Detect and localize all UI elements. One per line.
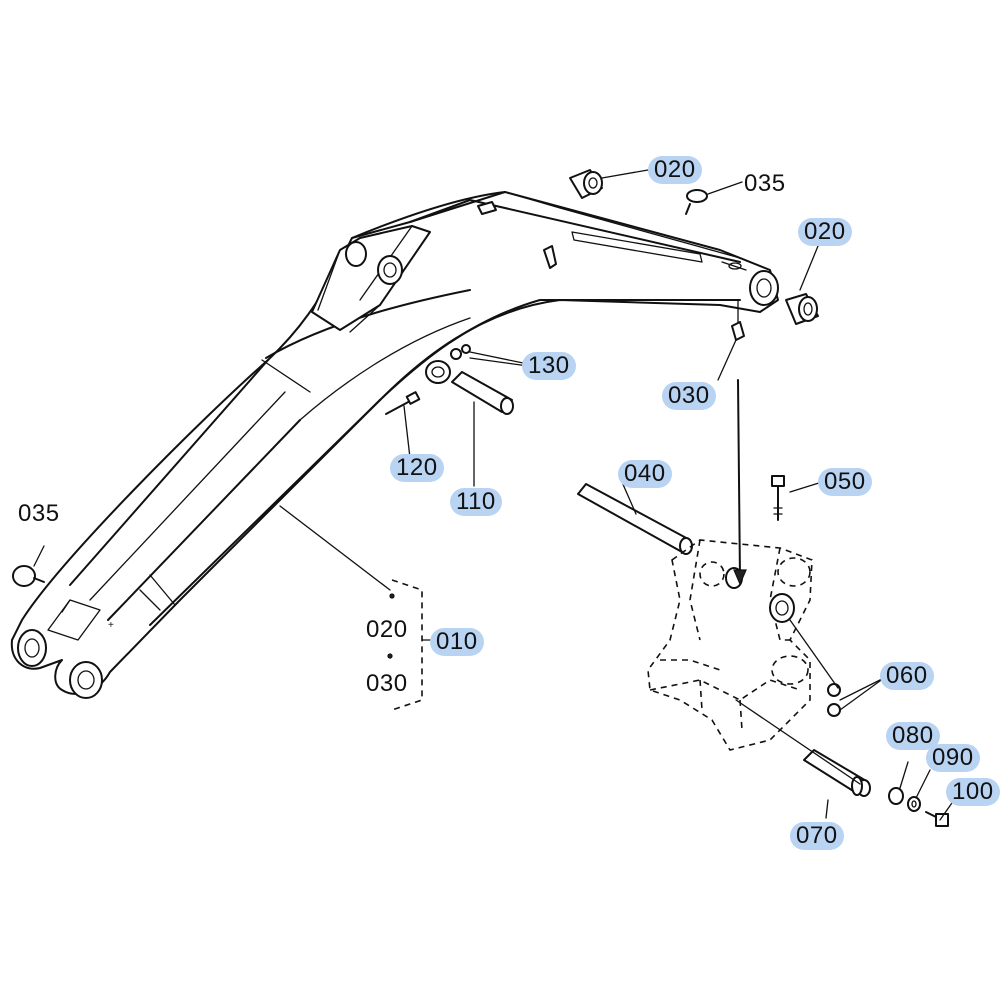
svg-text:+: + xyxy=(108,620,114,631)
callout-090[interactable]: 090 xyxy=(926,744,980,772)
pin-110 xyxy=(451,371,514,415)
callout-030[interactable]: 030 xyxy=(662,382,716,410)
bushing-020-right xyxy=(785,293,819,325)
callout-060[interactable]: 060 xyxy=(880,662,934,690)
bolt-120 xyxy=(385,391,421,415)
callout-050[interactable]: 050 xyxy=(818,468,872,496)
group-note-line1: 020 xyxy=(366,616,408,643)
callout-020-right[interactable]: 020 xyxy=(798,218,852,246)
bolt-100 xyxy=(925,811,949,827)
bushing-020-top xyxy=(569,169,603,199)
grease-nipple-030 xyxy=(731,299,745,341)
pin-040 xyxy=(577,483,693,555)
callout-080[interactable]: 080 xyxy=(886,722,940,750)
callout-040[interactable]: 040 xyxy=(618,460,672,488)
callout-070[interactable]: 070 xyxy=(790,822,844,850)
callout-110[interactable]: 110 xyxy=(450,488,502,516)
boom-assembly-drawing: + xyxy=(10,191,779,699)
callout-130[interactable]: 130 xyxy=(522,352,576,380)
swing-bracket-drawing xyxy=(647,539,813,751)
callout-020-top[interactable]: 020 xyxy=(648,156,702,184)
pin-070 xyxy=(803,749,871,797)
callout-100[interactable]: 100 xyxy=(946,778,1000,806)
grease-fitting-035-top xyxy=(685,189,708,215)
callout-010[interactable]: 010 xyxy=(430,628,484,656)
grease-fitting-035-left xyxy=(12,565,45,587)
group-note-line2: 030 xyxy=(366,670,408,697)
washer-090 xyxy=(907,796,921,812)
callout-120[interactable]: 120 xyxy=(390,454,444,482)
callout-035-top: 035 xyxy=(744,170,786,197)
collar-080 xyxy=(888,787,904,805)
leader-lines xyxy=(33,169,955,821)
bolt-050 xyxy=(771,475,785,521)
fitting-130 xyxy=(450,344,471,360)
callout-035-left: 035 xyxy=(18,500,60,527)
nut-060 xyxy=(827,683,841,717)
